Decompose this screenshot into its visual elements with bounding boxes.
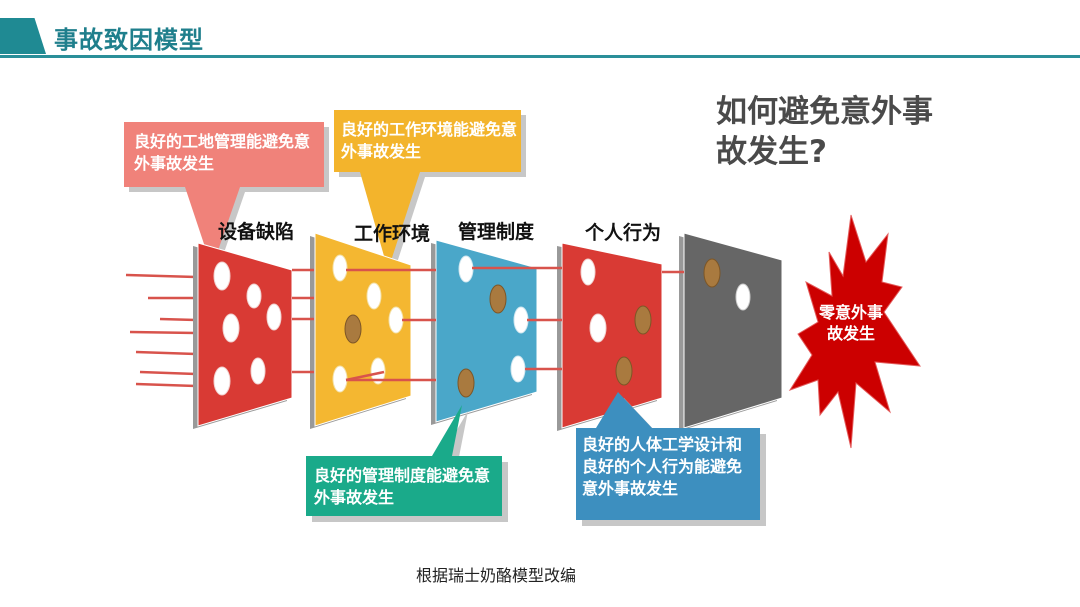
question-text: 如何避免意外事故发生? [716,92,936,172]
cheese-slice-2 [310,233,411,429]
layer-label-4: 个人行为 [585,218,661,245]
outcome-text: 零意外事故发生 [818,302,884,344]
hazard-lines [126,275,196,386]
layer-label-2: 工作环境 [354,219,430,246]
callout-2-text: 良好的工作环境能避免意外事故发生 [341,119,517,163]
layer-label-3: 管理制度 [458,217,534,244]
cheese-slice-4 [557,243,662,431]
cheese-slice-5 [679,233,782,431]
callout-3-text: 良好的管理制度能避免意外事故发生 [314,465,496,509]
cheese-slice-1 [193,243,292,429]
layer-label-1: 设备缺陷 [218,217,294,244]
callout-4-text: 良好的人体工学设计和良好的个人行为能避免意外事故发生 [582,434,747,500]
caption: 根据瑞士奶酪模型改编 [416,562,576,586]
callout-1-text: 良好的工地管理能避免意外事故发生 [134,131,314,175]
